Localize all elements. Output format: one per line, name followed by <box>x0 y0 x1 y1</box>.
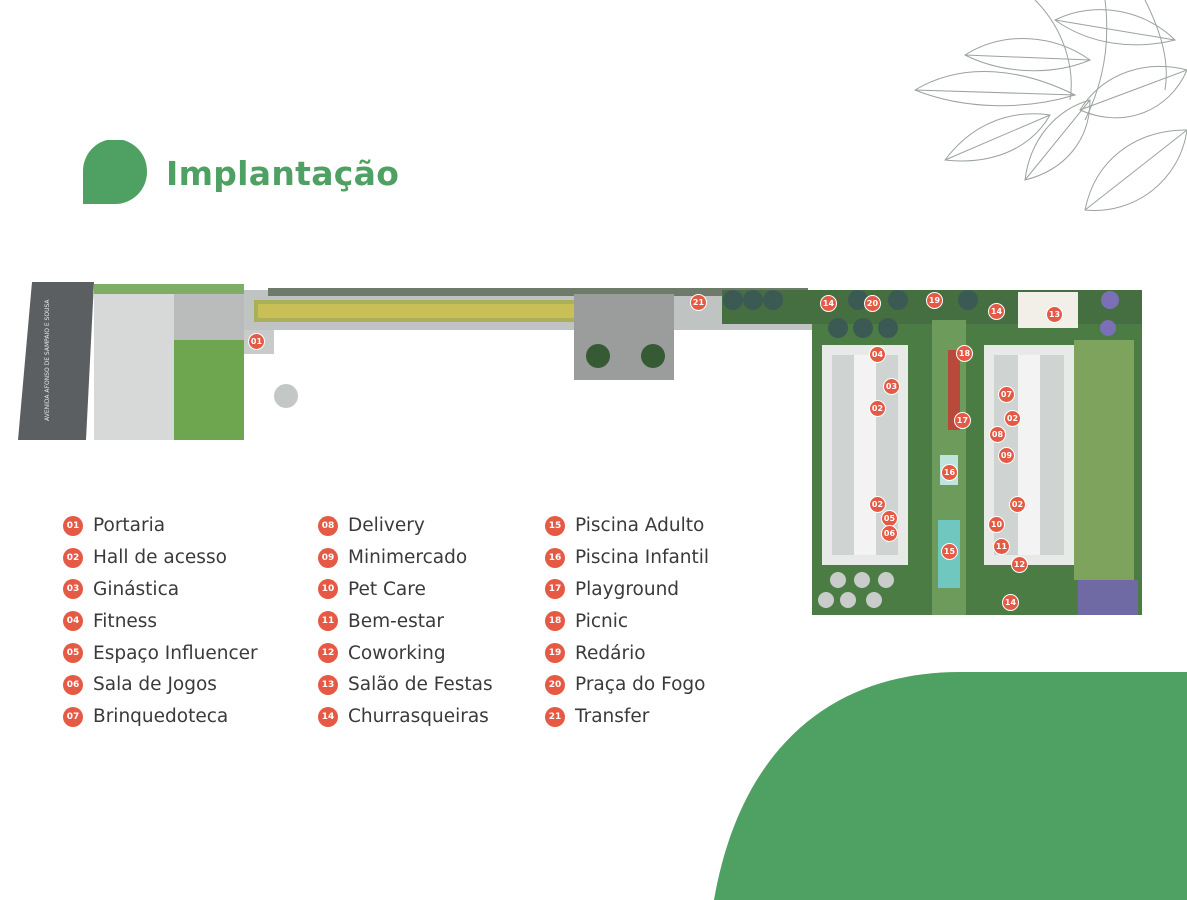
legend-item: 05 Espaço Influencer <box>63 637 258 669</box>
legend-label: Hall de acesso <box>93 547 227 569</box>
map-marker-19: 19 <box>926 292 943 309</box>
legend-label: Praça do Fogo <box>575 674 706 696</box>
legend-badge: 16 <box>545 547 565 568</box>
legend-badge: 03 <box>63 579 83 600</box>
map-marker-07: 07 <box>998 386 1015 403</box>
legend-badge: 09 <box>318 547 338 568</box>
legend-badge: 10 <box>318 579 338 600</box>
map-marker-14: 14 <box>988 303 1005 320</box>
legend-item: 14 Churrasqueiras <box>318 701 493 733</box>
title-blob-icon <box>83 140 147 204</box>
legend-badge: 21 <box>545 706 565 727</box>
page-title: Implantação <box>166 154 400 193</box>
map-marker-20: 20 <box>864 295 881 312</box>
legend-item: 15 Piscina Adulto <box>545 510 709 542</box>
legend-badge: 20 <box>545 674 565 695</box>
legend-badge: 06 <box>63 674 83 695</box>
legend-label: Transfer <box>575 706 650 728</box>
legend-item: 11 Bem-estar <box>318 605 493 637</box>
legend-label: Pet Care <box>348 578 426 600</box>
map-marker-17: 17 <box>954 412 971 429</box>
legend-badge: 14 <box>318 706 338 727</box>
legend-label: Sala de Jogos <box>93 674 217 696</box>
legend-badge: 05 <box>63 643 83 664</box>
legend-item: 21 Transfer <box>545 701 709 733</box>
legend-item: 08 Delivery <box>318 510 493 542</box>
legend-badge: 18 <box>545 611 565 632</box>
legend-label: Piscina Infantil <box>575 547 710 569</box>
legend-item: 19 Redário <box>545 637 709 669</box>
legend-label: Fitness <box>93 610 158 632</box>
legend-item: 04 Fitness <box>63 605 258 637</box>
map-marker-16: 16 <box>941 464 958 481</box>
legend-label: Bem-estar <box>348 610 444 632</box>
legend-item: 13 Salão de Festas <box>318 669 493 701</box>
map-marker-02: 02 <box>1009 496 1026 513</box>
legend-item: 01 Portaria <box>63 510 258 542</box>
map-marker-14: 14 <box>1002 594 1019 611</box>
legend-label: Picnic <box>575 610 629 632</box>
legend-item: 10 Pet Care <box>318 574 493 606</box>
legend-column-2: 08 Delivery 09 Minimercado 10 Pet Care 11 Be… <box>318 510 493 733</box>
map-marker-02: 02 <box>1004 410 1021 427</box>
legend-badge: 13 <box>318 674 338 695</box>
map-marker-14: 14 <box>820 295 837 312</box>
map-marker-08: 08 <box>989 426 1006 443</box>
legend-label: Minimercado <box>348 547 468 569</box>
street-label: AVENIDA AFONSO DE SAMPAIO E SOUSA <box>44 299 51 421</box>
legend-item: 02 Hall de acesso <box>63 542 258 574</box>
legend-badge: 11 <box>318 611 338 632</box>
legend-badge: 12 <box>318 643 338 664</box>
map-marker-03: 03 <box>883 378 900 395</box>
legend-label: Ginástica <box>93 578 180 600</box>
legend-label: Churrasqueiras <box>348 706 489 728</box>
legend-item: 20 Praça do Fogo <box>545 669 709 701</box>
legend-item: 03 Ginástica <box>63 574 258 606</box>
legend-label: Portaria <box>93 515 166 537</box>
legend-label: Espaço Influencer <box>93 642 258 664</box>
legend-badge: 15 <box>545 515 565 536</box>
legend-badge: 01 <box>63 515 83 536</box>
legend-label: Delivery <box>348 515 425 537</box>
legend-badge: 08 <box>318 515 338 536</box>
map-marker-04: 04 <box>869 346 886 363</box>
legend-label: Coworking <box>348 642 446 664</box>
legend-item: 06 Sala de Jogos <box>63 669 258 701</box>
map-marker-11: 11 <box>993 538 1010 555</box>
map-marker-02: 02 <box>869 400 886 417</box>
map-marker-21: 21 <box>690 294 707 311</box>
map-marker-12: 12 <box>1011 556 1028 573</box>
legend-item: 16 Piscina Infantil <box>545 542 709 574</box>
legend-item: 12 Coworking <box>318 637 493 669</box>
legend-label: Salão de Festas <box>348 674 493 696</box>
map-marker-01: 01 <box>248 333 265 350</box>
legend-badge: 17 <box>545 579 565 600</box>
legend-label: Brinquedoteca <box>93 706 229 728</box>
map-marker-02: 02 <box>869 496 886 513</box>
map-marker-10: 10 <box>988 516 1005 533</box>
legend-item: 18 Picnic <box>545 605 709 637</box>
map-marker-18: 18 <box>956 345 973 362</box>
legend-column-3: 15 Piscina Adulto 16 Piscina Infantil 17 Pl… <box>545 510 709 733</box>
map-marker-15: 15 <box>941 543 958 560</box>
legend-label: Playground <box>575 578 680 600</box>
legend-item: 07 Brinquedoteca <box>63 701 258 733</box>
legend-badge: 07 <box>63 706 83 727</box>
corner-blob-shape <box>714 672 1187 900</box>
legend-badge: 02 <box>63 547 83 568</box>
legend-badge: 04 <box>63 611 83 632</box>
map-marker-06: 06 <box>881 525 898 542</box>
legend-label: Piscina Adulto <box>575 515 705 537</box>
legend-badge: 19 <box>545 643 565 664</box>
leaf-illustration <box>913 0 1187 211</box>
map-marker-13: 13 <box>1046 306 1063 323</box>
map-marker-09: 09 <box>998 447 1015 464</box>
legend-item: 17 Playground <box>545 574 709 606</box>
legend-item: 09 Minimercado <box>318 542 493 574</box>
legend-label: Redário <box>575 642 646 664</box>
